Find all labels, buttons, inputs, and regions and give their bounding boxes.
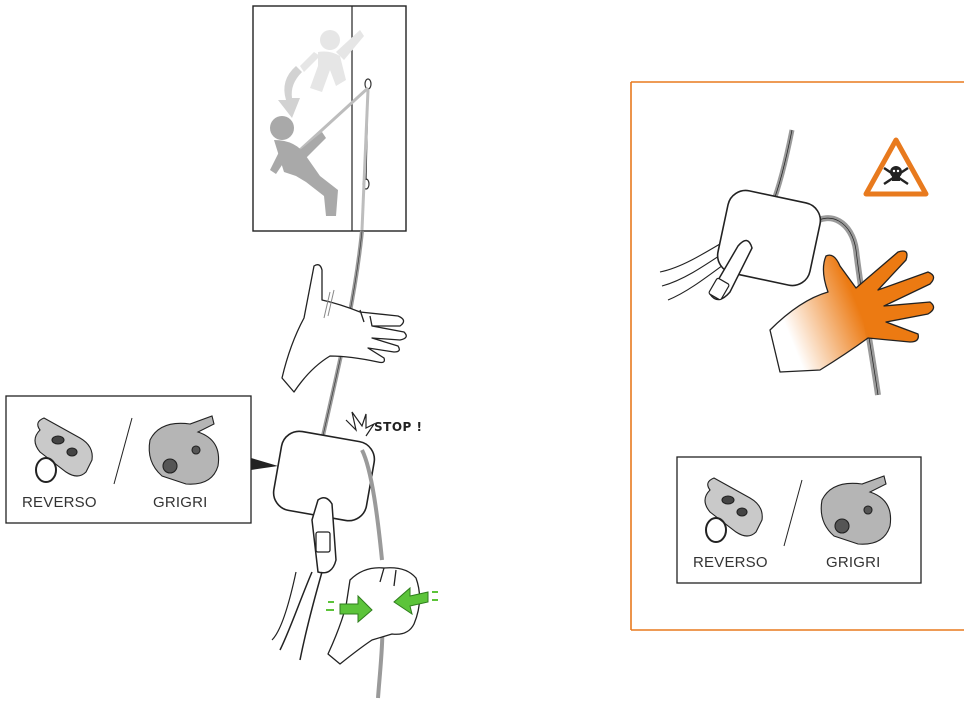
- fall-scene-frame: [253, 6, 406, 231]
- warning-panel: [631, 82, 964, 630]
- stop-burst-icon: [346, 412, 374, 436]
- grigri-label-left: GRIGRI: [153, 494, 208, 511]
- stop-callout: STOP !: [374, 420, 422, 434]
- reverso-label-right: REVERSO: [693, 554, 768, 571]
- guide-hand-icon: [282, 265, 406, 392]
- reverso-label-left: REVERSO: [22, 494, 97, 511]
- brake-hand-icon: [328, 568, 420, 664]
- skull-crossbones-warning-icon: [866, 140, 926, 194]
- belay-device-icon: [271, 428, 383, 698]
- grigri-label-right: GRIGRI: [826, 554, 881, 571]
